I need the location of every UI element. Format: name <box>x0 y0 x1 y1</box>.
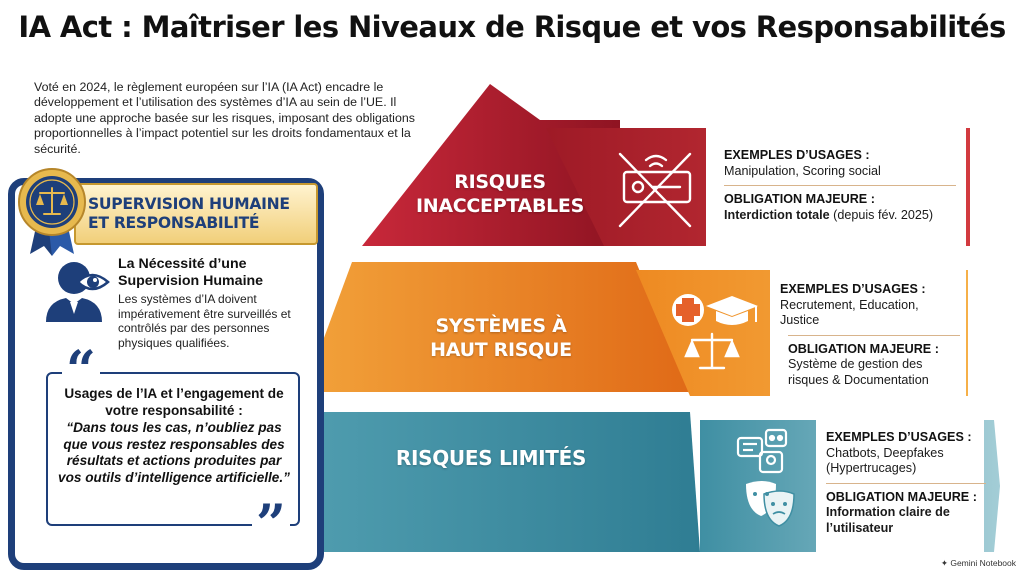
quote-open-icon: “ <box>62 345 100 397</box>
tier-high-info: EXEMPLES D’USAGES : Recrutement, Educati… <box>780 282 960 388</box>
examples-text: Chatbots, Deepfakes (Hypertrucages) <box>826 445 944 476</box>
tier-unacceptable-label: RISQUES INACCEPTABLES <box>400 170 600 218</box>
examples-heading: EXEMPLES D’USAGES : <box>780 282 926 296</box>
obligation-heading: OBLIGATION MAJEURE : <box>826 489 977 504</box>
page-title: IA Act : Maîtriser les Niveaux de Risque… <box>18 10 1006 44</box>
quote-title: Usages de l’IA et l’engagement de votre … <box>64 386 284 418</box>
examples-text: Manipulation, Scoring social <box>724 163 881 178</box>
card-header-line2: ET RESPONSABILITÉ <box>88 214 260 232</box>
tier-unacceptable-label-line2: INACCEPTABLES <box>415 195 584 217</box>
watermark: ✦ Gemini Notebook <box>941 558 1016 569</box>
supervision-title: La Nécessité d’une Supervision Humaine <box>118 256 264 289</box>
supervision-card-header: SUPERVISION HUMAINE ET RESPONSABILITÉ <box>74 183 318 245</box>
quote-body: “Dans tous les cas, n’oubliez pas que vo… <box>58 420 290 485</box>
tier-high-label-line1: SYSTÈMES À <box>435 315 567 337</box>
tier-unacceptable-label-line1: RISQUES <box>454 171 546 193</box>
watermark-text: Gemini Notebook <box>950 558 1016 568</box>
tier-unacceptable-info: EXEMPLES D’USAGES : Manipulation, Scorin… <box>724 148 956 223</box>
supervisor-eye-icon <box>46 262 110 322</box>
tier-unacceptable-card <box>706 128 966 246</box>
prohibited-tracking-icon <box>618 152 692 228</box>
chatbot-icon <box>736 428 788 474</box>
separator <box>724 185 956 186</box>
tier-limited-info: EXEMPLES D’USAGES : Chatbots, Deepfakes … <box>826 430 986 536</box>
obligation-bold: Interdiction totale <box>724 207 830 222</box>
tier-high-label-line2: HAUT RISQUE <box>430 339 572 361</box>
quote-box <box>46 372 300 526</box>
tier-limited-card <box>816 420 984 552</box>
medical-cross-icon <box>672 294 704 326</box>
graduation-cap-icon <box>706 296 758 325</box>
examples-heading: EXEMPLES D’USAGES : <box>724 148 870 162</box>
tier-high-card <box>770 270 966 396</box>
tier-high-label: SYSTÈMES À HAUT RISQUE <box>396 314 606 362</box>
watermark-logo-icon: ✦ <box>940 558 951 568</box>
obligation-heading: OBLIGATION MAJEURE : <box>724 192 875 206</box>
theater-masks-icon <box>746 481 795 527</box>
justice-scale-icon <box>684 332 740 370</box>
examples-heading: EXEMPLES D’USAGES : <box>826 430 972 444</box>
supervision-body: Les systèmes d’IA doivent impérativement… <box>118 292 291 350</box>
card-header-line1: SUPERVISION HUMAINE <box>88 195 290 213</box>
obligation-text: Information claire de l’utilisateur <box>826 505 950 535</box>
intro-text: Voté en 2024, le règlement européen sur … <box>34 80 415 156</box>
obligation-text: Système de gestion des risques & Documen… <box>788 357 929 387</box>
tier-limited-label: RISQUES LIMITÉS <box>395 446 587 470</box>
tier-unacceptable-shape <box>362 84 620 246</box>
tier-high-shape <box>304 262 690 392</box>
separator <box>788 334 960 336</box>
separator <box>826 482 986 484</box>
award-badge-icon <box>18 168 86 256</box>
obligation-text: Interdiction totale (depuis fév. 2025) <box>724 208 956 224</box>
examples-text: Recrutement, Education, Justice <box>780 297 919 328</box>
obligation-rest: (depuis fév. 2025) <box>829 207 934 222</box>
quote-close-icon: ” <box>252 499 290 551</box>
obligation-heading: OBLIGATION MAJEURE : <box>788 341 939 356</box>
